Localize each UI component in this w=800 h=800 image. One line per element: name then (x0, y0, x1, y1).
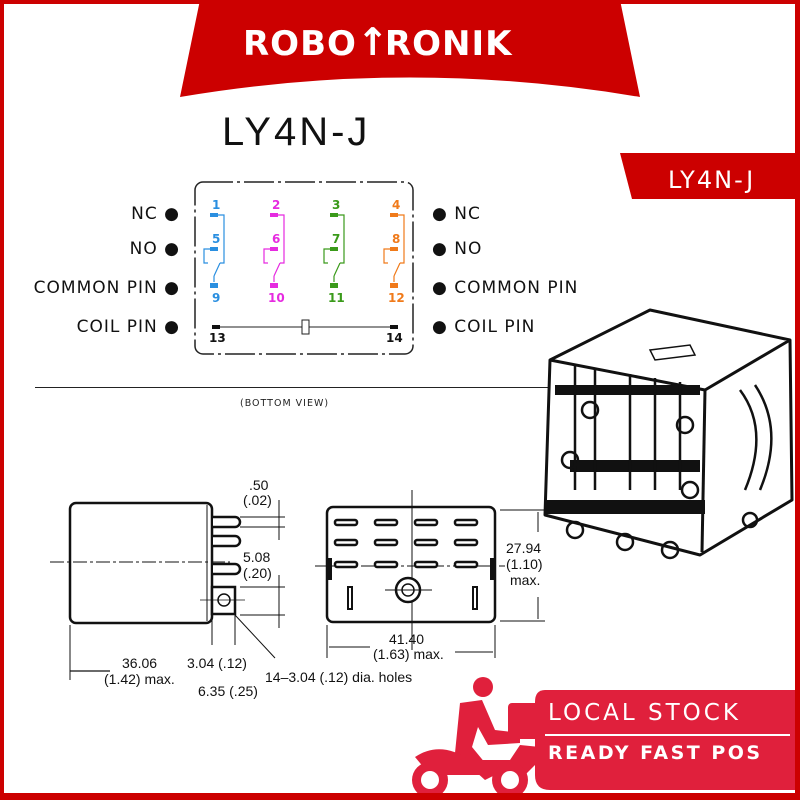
brand-logo: ROBO↑RONIK (243, 22, 512, 64)
dim-height-max: max. (510, 572, 541, 588)
up-arrow-icon: ↑ (356, 20, 390, 64)
pin-number-2: 2 (272, 198, 281, 212)
pin-number-12: 12 (388, 291, 405, 305)
dim-width-in: (1.63) max. (373, 646, 444, 662)
pin-number-14: 14 (386, 331, 403, 345)
pin-slot (413, 560, 439, 569)
bottom-view-drawing (315, 490, 545, 658)
coil-symbol (212, 319, 398, 335)
pin-slot (453, 538, 479, 547)
model-tag: LY4N-J (668, 166, 756, 194)
legend-right-coil: ● COIL PIN (432, 317, 536, 337)
pin-slot (333, 560, 359, 569)
bottom-view-caption: (BOTTOM VIEW) (240, 398, 330, 409)
brand-name-left: ROBO (243, 24, 357, 64)
pin-number-8: 8 (392, 232, 401, 246)
pin-slot (413, 538, 439, 547)
pin-number-6: 6 (272, 232, 281, 246)
pin-slot (333, 538, 359, 547)
dim-width: 41.40 (389, 631, 425, 647)
dim-pitch-in: (.20) (243, 565, 272, 581)
pole-1-circuit (203, 213, 225, 288)
dim-length: 36.06 (122, 655, 158, 671)
legend-right-no: ● NO (432, 239, 483, 259)
side-view-drawing (50, 500, 285, 680)
legend-left-nc: NC ● (131, 204, 180, 224)
pin-slot (373, 538, 399, 547)
pole-4-circuit (383, 213, 405, 288)
product-title: LY4N-J (222, 110, 371, 154)
pin-number-11: 11 (328, 291, 345, 305)
section-divider (35, 387, 580, 388)
promo-line-1: LOCAL STOCK (548, 700, 741, 726)
dim-height-in: (1.10) (506, 556, 543, 572)
dim-a: 3.04 (.12) (187, 655, 247, 671)
dim-b: 6.35 (.25) (198, 683, 258, 699)
dim-length-in: (1.42) max. (104, 671, 175, 687)
legend-right-nc: ● NC (432, 204, 481, 224)
legend-left-no: NO ● (129, 239, 180, 259)
pin-number-4: 4 (392, 198, 401, 212)
pin-number-5: 5 (212, 232, 221, 246)
dim-pin-width: .50 (249, 477, 269, 493)
pole-3-circuit (323, 213, 345, 288)
delivery-scooter-icon (412, 677, 545, 798)
pole-2-circuit (263, 213, 285, 288)
pin-slot (413, 518, 439, 527)
dim-holes: 14–3.04 (.12) dia. holes (265, 669, 413, 685)
pin-diagram (194, 181, 414, 355)
pin-slot (373, 560, 399, 569)
pin-number-7: 7 (332, 232, 341, 246)
pin-number-9: 9 (212, 291, 221, 305)
dim-pitch: 5.08 (243, 549, 271, 565)
model-tag-bg (620, 153, 800, 199)
pin-slot (453, 518, 479, 527)
dim-height: 27.94 (506, 540, 542, 556)
brand-banner (180, 0, 640, 97)
legend-left-coil: COIL PIN ● (76, 317, 180, 337)
relay-illustration (543, 308, 794, 560)
pin-number-13: 13 (209, 331, 226, 345)
pin-slot (333, 518, 359, 527)
brand-name-right: RONIK (384, 24, 513, 64)
pin-slot (453, 560, 479, 569)
pin-number-1: 1 (212, 198, 221, 212)
pin-number-3: 3 (332, 198, 341, 212)
legend-right-common: ● COMMON PIN (432, 278, 579, 298)
pin-number-10: 10 (268, 291, 285, 305)
legend-left-common: COMMON PIN ● (33, 278, 180, 298)
dim-pin-width-in: (.02) (243, 492, 272, 508)
promo-banner-bg (535, 690, 795, 790)
pin-slot (373, 518, 399, 527)
promo-line-2: READY FAST POS (548, 742, 763, 764)
